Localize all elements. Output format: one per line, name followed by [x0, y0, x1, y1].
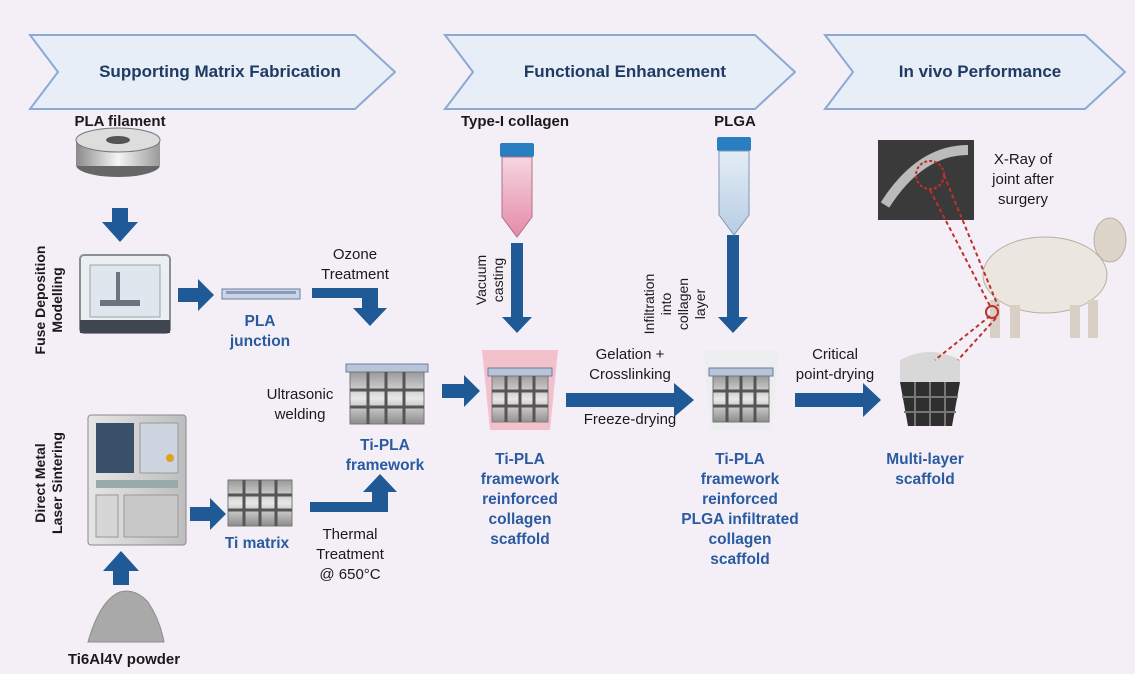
vacuum-line1: Vacuum — [473, 254, 489, 306]
critical-line2: point-drying — [795, 366, 875, 383]
collagen-scaffold-line4: collagen — [488, 511, 552, 528]
dmls-machine-icon — [87, 414, 187, 546]
label-plga-scaffold: Ti-PLA framework reinforced PLGA infiltr… — [670, 450, 810, 570]
label-ti-pla-framework: Ti-PLA framework — [340, 436, 430, 476]
banner-stage2 — [442, 34, 797, 110]
label-pla-filament: PLA filament — [74, 113, 166, 130]
label-multilayer-scaffold: Multi-layer scaffold — [875, 450, 975, 490]
label-collagen: Type-I collagen — [460, 113, 570, 130]
xray-line3: surgery — [997, 191, 1049, 208]
arrows — [102, 208, 881, 585]
thermal-line3: @ 650°C — [319, 566, 381, 583]
plga-scaffold-line5: collagen — [708, 531, 772, 548]
row-label-fdm-line2: Modelling — [49, 267, 65, 333]
label-infiltration: Infiltration into collagen layer — [641, 249, 709, 359]
ti-pla-framework-line2: framework — [345, 457, 425, 474]
plga-scaffold-line1: Ti-PLA — [715, 451, 765, 468]
label-critical-point-drying: Critical point-drying — [790, 345, 880, 385]
collagen-scaffold-line2: framework — [480, 471, 560, 488]
label-ti-powder: Ti6Al4V powder — [67, 651, 181, 668]
label-vacuum-casting: Vacuum casting — [473, 230, 509, 330]
plga-tube-icon — [717, 137, 751, 236]
infiltration-line1: Infiltration — [641, 273, 657, 335]
label-pla-junction: PLA junction — [225, 312, 295, 352]
infiltration-line4: layer — [692, 288, 708, 320]
header-supporting-matrix: Supporting Matrix Fabrication — [99, 62, 341, 81]
collagen-scaffold-line1: Ti-PLA — [495, 451, 545, 468]
ti-matrix-icon — [227, 479, 293, 527]
ultrasonic-line2: welding — [274, 406, 326, 423]
multilayer-line2: scaffold — [895, 471, 955, 488]
banner-stage3 — [822, 34, 1127, 110]
row-label-dmls-line1: Direct Metal — [32, 443, 48, 523]
ozone-line1: Ozone — [332, 246, 378, 263]
thermal-line1: Thermal — [322, 526, 378, 543]
thermal-line2: Treatment — [316, 546, 384, 563]
plga-scaffold-line2: framework — [700, 471, 780, 488]
label-ti-matrix: Ti matrix — [224, 535, 290, 552]
pla-junction-icon — [221, 288, 301, 300]
ozone-line2: Treatment — [321, 266, 389, 283]
row-label-fdm: Fuse Deposition Modelling — [32, 240, 68, 360]
critical-line1: Critical — [812, 346, 858, 363]
multilayer-scaffold-icon — [900, 352, 960, 426]
plga-scaffold-line4: PLGA infiltrated — [681, 511, 799, 528]
pla-junction-line2: junction — [229, 333, 291, 350]
plga-scaffold-icon — [703, 350, 779, 430]
pla-spool-icon — [75, 127, 161, 177]
collagen-scaffold-line3: reinforced — [482, 491, 558, 508]
ti-powder-icon — [87, 590, 165, 643]
plga-scaffold-line3: reinforced — [702, 491, 778, 508]
vacuum-line2: casting — [490, 257, 506, 303]
label-thermal-treatment: Thermal Treatment @ 650°C — [300, 525, 400, 585]
label-ozone-treatment: Ozone Treatment — [305, 245, 405, 285]
3d-printer-icon — [79, 254, 171, 334]
xray-line1: X-Ray of — [993, 151, 1053, 168]
header-functional-enhancement: Functional Enhancement — [523, 62, 727, 81]
collagen-scaffold-line5: scaffold — [490, 531, 550, 548]
xray-line2: joint after — [992, 171, 1054, 188]
row-label-dmls-line2: Laser Sintering — [49, 432, 65, 534]
gelation-line2: Crosslinking — [589, 366, 671, 383]
infiltration-line2: into — [658, 292, 674, 316]
row-label-dmls: Direct Metal Laser Sintering — [32, 423, 68, 543]
label-freeze-drying: Freeze-drying — [583, 411, 677, 428]
collagen-tube-icon — [500, 143, 534, 238]
row-label-fdm-line1: Fuse Deposition — [32, 245, 48, 355]
label-collagen-scaffold: Ti-PLA framework reinforced collagen sca… — [465, 450, 575, 550]
ultrasonic-line1: Ultrasonic — [266, 386, 334, 403]
label-ultrasonic-welding: Ultrasonic welding — [255, 385, 345, 425]
plga-scaffold-line6: scaffold — [710, 551, 770, 568]
gelation-line1: Gelation + — [595, 346, 665, 363]
infiltration-line3: collagen — [675, 277, 691, 331]
xray-image — [878, 140, 974, 220]
header-in-vivo: In vivo Performance — [898, 62, 1062, 81]
label-xray-caption: X-Ray of joint after surgery — [978, 150, 1068, 210]
ti-pla-framework-line1: Ti-PLA — [360, 437, 410, 454]
multilayer-line1: Multi-layer — [886, 451, 964, 468]
banner-stage1 — [27, 34, 397, 110]
annotation-lines — [929, 174, 999, 361]
pla-junction-line1: PLA — [244, 313, 276, 330]
ti-pla-framework-icon — [345, 363, 429, 425]
label-plga: PLGA — [714, 113, 756, 130]
label-gelation-crosslinking: Gelation + Crosslinking — [575, 345, 685, 385]
collagen-scaffold-icon — [482, 350, 558, 430]
